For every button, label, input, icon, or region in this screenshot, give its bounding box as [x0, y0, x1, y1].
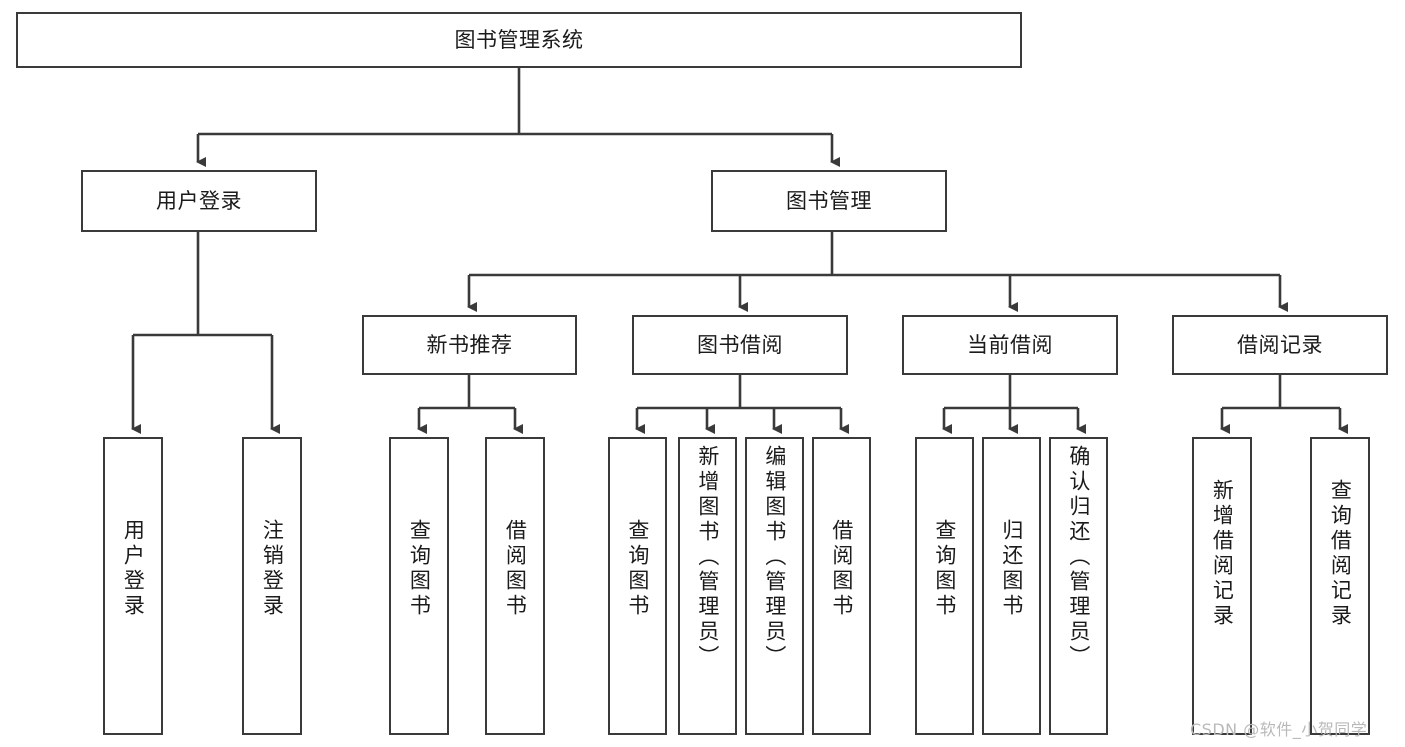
- node-new-book-recommend[interactable]: 新书推荐: [362, 315, 577, 375]
- node-label: 确认归还（管理员）: [1066, 445, 1091, 670]
- node-book-management[interactable]: 图书管理: [711, 170, 947, 232]
- leaf-borrow-record-add-record[interactable]: 新增借阅记录: [1192, 437, 1252, 735]
- node-label: 归还图书: [999, 519, 1024, 619]
- node-user-login[interactable]: 用户登录: [81, 170, 317, 232]
- leaf-book-borrow-borrow-book[interactable]: 借阅图书: [812, 437, 871, 735]
- leaf-book-borrow-query-book[interactable]: 查询图书: [608, 437, 667, 735]
- leaf-user-login-logout[interactable]: 注销登录: [242, 437, 302, 735]
- node-label: 编辑图书（管理员）: [762, 445, 787, 670]
- node-label: 用户登录: [121, 519, 146, 619]
- node-label: 借阅图书: [829, 519, 854, 619]
- leaf-user-login-login[interactable]: 用户登录: [103, 437, 163, 735]
- node-current-borrow[interactable]: 当前借阅: [902, 315, 1118, 375]
- leaf-book-borrow-add-book-admin[interactable]: 新增图书（管理员）: [678, 437, 737, 735]
- node-label: 图书借阅: [697, 332, 783, 357]
- node-book-borrow[interactable]: 图书借阅: [632, 315, 848, 375]
- node-label: 新增图书（管理员）: [695, 445, 720, 670]
- node-root-book-management-system[interactable]: 图书管理系统: [16, 12, 1022, 68]
- node-label: 注销登录: [260, 519, 285, 619]
- leaf-current-borrow-return-book[interactable]: 归还图书: [982, 437, 1041, 735]
- leaf-current-borrow-query-book[interactable]: 查询图书: [915, 437, 974, 735]
- node-label: 查询借阅记录: [1328, 479, 1353, 629]
- leaf-new-book-borrow-book[interactable]: 借阅图书: [485, 437, 545, 735]
- leaf-current-borrow-confirm-return-admin[interactable]: 确认归还（管理员）: [1049, 437, 1108, 735]
- node-label: 查询图书: [932, 519, 957, 619]
- leaf-borrow-record-query-record[interactable]: 查询借阅记录: [1310, 437, 1370, 735]
- csdn-watermark: CSDN @软件_小贺同学: [1190, 720, 1368, 739]
- node-label: 用户登录: [156, 188, 242, 213]
- node-label: 借阅图书: [503, 519, 528, 619]
- node-label: 图书管理: [786, 188, 872, 213]
- node-label: 查询图书: [625, 519, 650, 619]
- node-label: 新增借阅记录: [1210, 479, 1235, 629]
- leaf-new-book-query-book[interactable]: 查询图书: [389, 437, 449, 735]
- node-label: 当前借阅: [967, 332, 1053, 357]
- node-label: 新书推荐: [426, 332, 513, 357]
- node-borrow-record[interactable]: 借阅记录: [1172, 315, 1388, 375]
- leaf-book-borrow-edit-book-admin[interactable]: 编辑图书（管理员）: [745, 437, 804, 735]
- node-label: 借阅记录: [1237, 332, 1323, 357]
- node-label: 图书管理系统: [454, 27, 584, 52]
- node-label: 查询图书: [407, 519, 432, 619]
